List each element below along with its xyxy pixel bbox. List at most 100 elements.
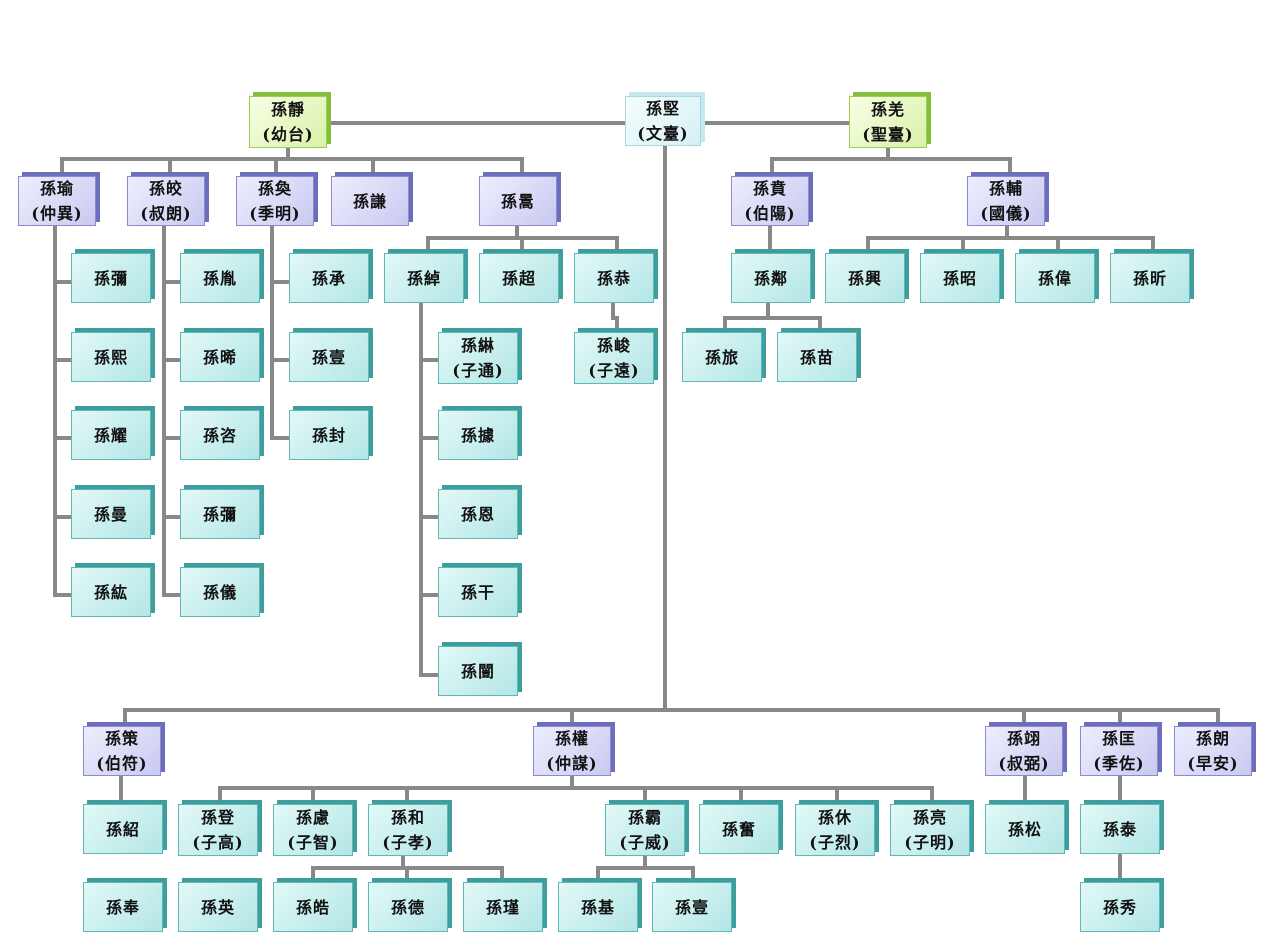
node-name: 孫苗 [799, 347, 834, 367]
node-courtesy-name: (子明) [904, 833, 956, 852]
node-name: 孫翊 [1006, 729, 1041, 748]
node-courtesy-name: (子孝) [382, 833, 434, 852]
node-name: 孫瑜 [39, 179, 74, 198]
node-name: 孫偉 [1037, 268, 1072, 288]
node-sunchen: 孫綝(子通) [438, 332, 518, 384]
node-name: 孫皓 [295, 897, 330, 917]
node-courtesy-name: (仲謀) [546, 754, 598, 773]
node-sunxiu: 孫休(子烈) [795, 804, 875, 856]
node-sunkuang: 孫匡 (季佐) [1080, 726, 1158, 776]
node-sunfen: 孫奮 [699, 804, 779, 854]
node-sunliang: 孫亮(子明) [890, 804, 970, 856]
node-sunxin: 孫昕 [1110, 253, 1190, 303]
node-sunfeng: 孫封 [289, 410, 369, 460]
node-name: 孫朗 [1195, 729, 1230, 748]
node-sunyi4: 孫壹 [652, 882, 732, 932]
node-courtesy-name: (國儀) [980, 204, 1032, 223]
node-courtesy-name: (叔弼) [998, 754, 1050, 773]
node-sunjian: 孫堅 (文臺) [625, 96, 701, 146]
node-sundeng: 孫登 (子高) [178, 804, 258, 856]
node-sunxi2: 孫晞 [180, 332, 260, 382]
node-sunshao: 孫紹 [83, 804, 163, 854]
node-name: 孫和 [390, 808, 425, 827]
node-courtesy-name: (季佐) [1093, 754, 1145, 773]
node-name: 孫據 [460, 425, 495, 445]
node-courtesy-name: (仲異) [31, 204, 83, 223]
node-sunce: 孫策(伯符) [83, 726, 161, 776]
node-sunzi: 孫咨 [180, 410, 260, 460]
node-sunlin: 孫鄰 [731, 253, 811, 303]
node-name: 孫慮 [295, 808, 330, 827]
node-name: 孫興 [847, 268, 882, 288]
node-name: 孫霸 [627, 808, 662, 827]
node-name: 孫壹 [674, 897, 709, 917]
node-name: 孫胤 [202, 268, 237, 288]
node-name: 孫暠 [500, 191, 535, 211]
node-name: 孫干 [460, 582, 495, 602]
node-sungong: 孫恭 [574, 253, 654, 303]
node-sungan: 孫干 [438, 567, 518, 617]
node-sunjiao: 孫皎(叔朗) [127, 176, 205, 226]
node-suntai: 孫泰 [1080, 804, 1160, 854]
node-name: 孫承 [311, 268, 346, 288]
node-sunyu: 孫瑜 (仲異) [18, 176, 96, 226]
node-sunman: 孫曼 [71, 489, 151, 539]
node-name: 孫皎 [148, 179, 183, 198]
node-sunjing: 孫靜(幼台) [249, 96, 327, 148]
node-name: 孫英 [200, 897, 235, 917]
node-name: 孫權 [554, 729, 589, 748]
node-name: 孫謙 [352, 191, 387, 211]
node-courtesy-name: (文臺) [637, 124, 689, 143]
node-name: 孫超 [501, 268, 536, 288]
node-sunyao: 孫耀 [71, 410, 151, 460]
node-sunen: 孫恩 [438, 489, 518, 539]
node-name: 孫熙 [93, 347, 128, 367]
node-sunqiang: 孫羌(聖臺) [849, 96, 927, 148]
node-name: 孫羌 [870, 100, 905, 119]
node-sunde: 孫德 [368, 882, 448, 932]
node-name: 孫旅 [704, 347, 739, 367]
node-sunji: 孫基 [558, 882, 638, 932]
node-courtesy-name: (子烈) [809, 833, 861, 852]
node-name: 孫基 [580, 897, 615, 917]
node-sunmiao: 孫苗 [777, 332, 857, 382]
node-name: 孫秀 [1102, 897, 1137, 917]
node-courtesy-name: (子高) [192, 833, 244, 852]
node-name: 孫奉 [105, 897, 140, 917]
node-name: 孫堅 [645, 99, 680, 118]
node-sunjin: 孫瑾 [463, 882, 543, 932]
node-name: 孫紘 [93, 582, 128, 602]
node-sunxing: 孫興 [825, 253, 905, 303]
node-name: 孫泰 [1102, 819, 1137, 839]
node-sunfeng2: 孫奉 [83, 882, 163, 932]
node-sunsong: 孫松 [985, 804, 1065, 854]
node-sunying: 孫英 [178, 882, 258, 932]
node-sunyi: 孫儀 [180, 567, 260, 617]
node-name: 孫咨 [202, 425, 237, 445]
node-sunba: 孫霸(子威) [605, 804, 685, 856]
node-sunmi2: 孫彌 [180, 489, 260, 539]
node-sunhong: 孫紘 [71, 567, 151, 617]
node-sunkai: 孫闓 [438, 646, 518, 696]
node-courtesy-name: (季明) [249, 204, 301, 223]
node-sunyi2: 孫壹 [289, 332, 369, 382]
node-sunqian: 孫謙 [331, 176, 409, 226]
node-name: 孫奐 [257, 179, 292, 198]
node-name: 孫匡 [1101, 729, 1136, 748]
node-sunquan: 孫權 (仲謀) [533, 726, 611, 776]
node-name: 孫綝 [460, 336, 495, 355]
node-sunxi: 孫熙 [71, 332, 151, 382]
node-name: 孫松 [1007, 819, 1042, 839]
node-name: 孫登 [200, 808, 235, 827]
node-name: 孫輔 [988, 179, 1023, 198]
node-name: 孫紹 [105, 819, 140, 839]
node-sunhao: 孫暠 [479, 176, 557, 226]
node-name: 孫曼 [93, 504, 128, 524]
node-sunlv: 孫旅 [682, 332, 762, 382]
node-sunben: 孫賁(伯陽) [731, 176, 809, 226]
node-sunhe: 孫和 (子孝) [368, 804, 448, 856]
node-name: 孫儀 [202, 582, 237, 602]
node-courtesy-name: (子智) [287, 833, 339, 852]
node-name: 孫昕 [1132, 268, 1167, 288]
